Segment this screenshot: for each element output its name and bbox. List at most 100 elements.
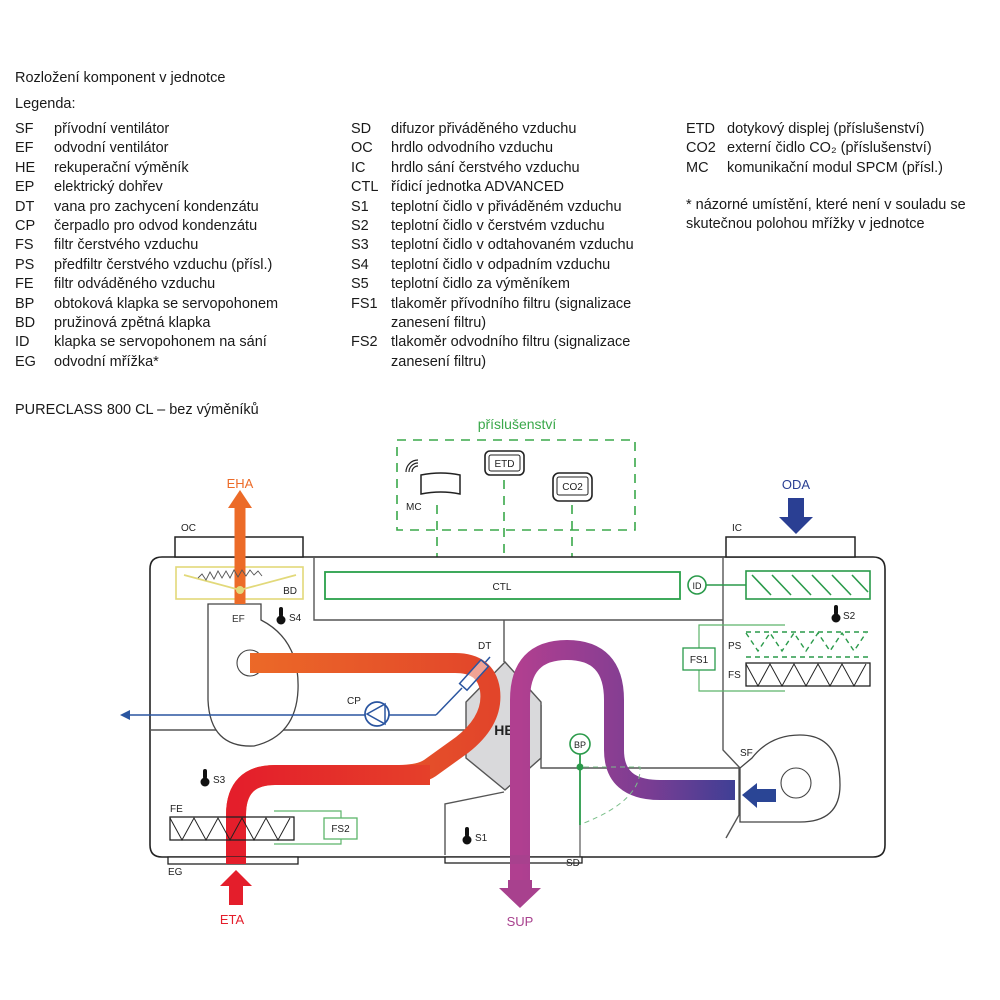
legend-text: řídicí jednotka ADVANCED <box>391 179 564 196</box>
ic-label: IC <box>732 523 742 534</box>
legend-text: čerpadlo pro odvod kondenzátu <box>54 218 258 235</box>
legend-code: DT <box>15 198 35 215</box>
legend-text: hrdlo sání čerstvého vzduchu <box>391 159 580 176</box>
legend-text: rekuperační výměník <box>54 159 189 176</box>
sup-label: SUP <box>507 914 534 929</box>
sd-label: SD <box>566 858 580 869</box>
fs-label: FS <box>728 670 741 681</box>
s3-label: S3 <box>213 775 226 786</box>
eta-arrow-icon <box>220 870 252 905</box>
id-label: ID <box>693 581 703 591</box>
cp-pump-icon <box>364 701 390 727</box>
legend-code: S1 <box>351 198 369 215</box>
legend-item: DT vana pro zachycení kondenzátu <box>15 198 278 217</box>
legend-text: předfiltr čerstvého vzduchu (přísl.) <box>54 256 273 273</box>
legend-text: filtr odváděného vzduchu <box>54 276 216 293</box>
bp-swing-arc <box>583 766 641 824</box>
internal-partitions <box>150 557 741 855</box>
eha-label: EHA <box>227 476 254 491</box>
oda-label: ODA <box>782 477 811 492</box>
s2-label: S2 <box>843 611 856 622</box>
s1-label: S1 <box>475 833 488 844</box>
legend-item: HE rekuperační výměník <box>15 159 278 178</box>
supply-air-path <box>510 639 735 880</box>
legend-text: filtr čerstvého vzduchu <box>54 237 199 254</box>
dt-tray-icon <box>458 658 490 692</box>
legend-code: SF <box>15 121 34 137</box>
legend-text: externí čidlo CO₂ (příslušenství) <box>727 140 932 157</box>
legend-code: EP <box>15 179 35 196</box>
fe-label: FE <box>170 804 183 815</box>
eta-label: ETA <box>220 912 245 927</box>
ps-label: PS <box>728 641 742 652</box>
legend-code: CP <box>15 218 36 235</box>
legend-code: EF <box>15 140 34 157</box>
accessories-label: příslušenství <box>478 416 557 432</box>
legend-text: tlakoměr odvodního filtru (signalizace <box>391 334 631 351</box>
legend-text: pružinová zpětná klapka <box>54 315 211 332</box>
sup-arrow-icon <box>499 880 541 908</box>
legend-text: teplotní čidlo v odtahovaném vzduchu <box>391 237 634 254</box>
legend-text: teplotní čidlo v přiváděném vzduchu <box>391 198 622 215</box>
legend-code: EG <box>15 353 36 370</box>
legend-item: BD pružinová zpětná klapka <box>15 314 278 333</box>
legend-code: S3 <box>351 237 369 254</box>
diagram-title: PURECLASS 800 CL – bez výměníků <box>15 402 259 418</box>
bd-flap-icon <box>183 569 297 594</box>
legend-text: teplotní čidlo v čerstvém vzduchu <box>391 218 605 235</box>
fs1-pressure-switch <box>682 647 716 671</box>
sf-blow-arrow-icon <box>742 783 776 808</box>
legend-item: SD difuzor přiváděného vzduchu <box>351 120 634 139</box>
legend-code: BD <box>15 315 36 332</box>
legend-text: vana pro zachycení kondenzátu <box>54 198 259 215</box>
legend-code: HE <box>15 159 36 176</box>
legend-text: teplotní čidlo za výměníkem <box>391 276 570 293</box>
legend-item: SF přívodní ventilátor <box>15 120 278 139</box>
s4-sensor-icon <box>276 607 286 625</box>
legend-text: obtoková klapka se servopohonem <box>54 295 279 312</box>
sf-label: SF <box>740 748 753 759</box>
eha-arrow-icon <box>228 490 252 508</box>
legend-text: přívodní ventilátor <box>54 121 170 137</box>
legend-code: SD <box>351 121 372 137</box>
page-title: Rozložení komponent v jednotce <box>15 70 226 86</box>
accessories-box <box>396 439 636 531</box>
legend-text: dotykový displej (příslušenství) <box>727 121 925 137</box>
legend-text: komunikační modul SPCM (přísl.) <box>727 159 943 176</box>
bp-pivot <box>576 763 584 771</box>
legend-text: hrdlo odvodního vzduchu <box>391 140 554 157</box>
legend-text: difuzor přiváděného vzduchu <box>391 121 577 137</box>
legend-item-continuation: zanesení filtru) <box>351 314 634 333</box>
etd-label: ETD <box>495 459 515 470</box>
ctl-controller <box>324 571 681 600</box>
mc-module-icon <box>405 459 461 495</box>
legend-code: S4 <box>351 256 369 273</box>
legend-item: BP obtoková klapka se servopohonem <box>15 295 278 314</box>
legend-item: MC komunikační modul SPCM (přísl.) <box>686 159 943 178</box>
legend-item: S1 teplotní čidlo v přiváděném vzduchu <box>351 198 634 217</box>
s1-sensor-icon <box>462 827 472 845</box>
legend-code: BP <box>15 295 35 312</box>
fe-filter <box>169 816 295 842</box>
legend-code: MC <box>686 159 709 176</box>
eg-label: EG <box>168 867 183 878</box>
legend-item: CP čerpadlo pro odvod kondenzátu <box>15 217 278 236</box>
legend-code: FS1 <box>351 295 378 312</box>
legend-text: zanesení filtru) <box>391 353 487 370</box>
oc-label: OC <box>181 523 196 534</box>
